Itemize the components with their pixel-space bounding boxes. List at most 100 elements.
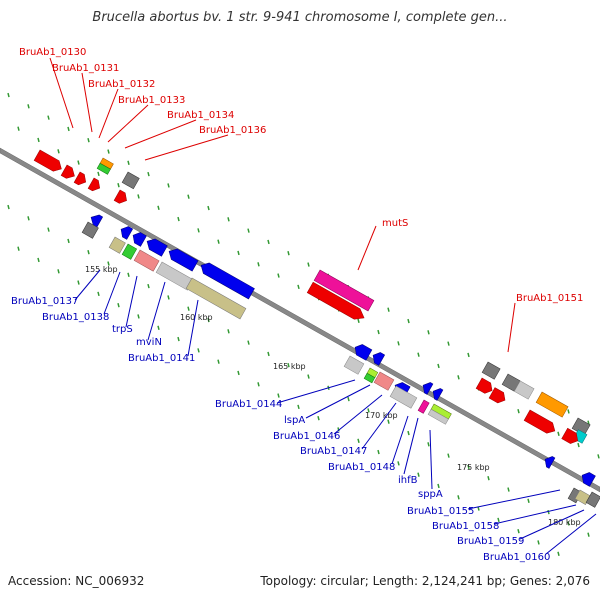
label-BruAb1_0141[interactable]: BruAb1_0141 (128, 353, 195, 364)
gene-BruAb1_0137[interactable] (81, 221, 99, 239)
track-dot (37, 257, 40, 263)
gene-blue-6[interactable] (198, 260, 255, 300)
gene-blue-10[interactable] (430, 386, 444, 401)
gene-ihfB[interactable] (417, 399, 430, 414)
label-BruAb1_0146[interactable]: BruAb1_0146 (273, 431, 340, 442)
position-ticks: 155 kbp 160 kbp 165 kbp 170 kbp 175 kbp … (85, 265, 581, 527)
gene-sppA[interactable] (427, 403, 452, 425)
track-dot (67, 238, 70, 244)
label-BruAb1_0144[interactable]: BruAb1_0144 (215, 399, 282, 410)
gene-orange[interactable] (535, 391, 569, 418)
label-BruAb1_0158[interactable]: BruAb1_0158 (432, 521, 499, 532)
track-dot (567, 409, 570, 414)
gene-BruAb1_0146[interactable] (373, 371, 395, 391)
gene-lspA[interactable] (363, 367, 379, 384)
gene-BruAb1_0148[interactable] (389, 385, 418, 409)
gene-mviN[interactable] (133, 249, 160, 272)
track-dot (17, 246, 20, 251)
label-trpS[interactable]: trpS (112, 324, 133, 335)
track-dot (367, 408, 370, 413)
gene-BruAb1_0151[interactable] (481, 361, 501, 380)
gene-trpS[interactable] (121, 243, 138, 260)
label-BruAb1_0134[interactable]: BruAb1_0134 (167, 110, 234, 121)
track-dot (67, 126, 70, 132)
gene-BruAb1_0141[interactable] (185, 277, 247, 320)
track-dot (207, 317, 210, 323)
gene-small-red[interactable] (113, 189, 129, 206)
label-ihfB[interactable]: ihfB (398, 475, 418, 486)
label-BruAb1_0151[interactable]: BruAb1_0151 (516, 293, 583, 304)
track-dot (147, 171, 150, 177)
label-BruAb1_0131[interactable]: BruAb1_0131 (52, 63, 119, 74)
label-BruAb1_0148[interactable]: BruAb1_0148 (328, 462, 395, 473)
reverse-labels[interactable]: BruAb1_0137 BruAb1_0138 trpS mviN BruAb1… (11, 296, 550, 563)
label-BruAb1_0159[interactable]: BruAb1_0159 (457, 536, 524, 547)
track-dot (437, 363, 440, 369)
track-dot (567, 521, 570, 526)
label-BruAb1_0138[interactable]: BruAb1_0138 (42, 312, 109, 323)
gene-edge-block[interactable] (561, 416, 592, 448)
track-dot (97, 291, 100, 297)
track-dot (487, 476, 490, 481)
label-BruAb1_0132[interactable]: BruAb1_0132 (88, 79, 155, 90)
gene-BruAb1_0144[interactable] (343, 355, 365, 375)
label-BruAb1_0147[interactable]: BruAb1_0147 (300, 446, 367, 457)
gene-blue-5[interactable] (166, 246, 199, 272)
track-dot (207, 205, 210, 211)
gene-blue-4[interactable] (144, 236, 168, 257)
gene-red-long[interactable] (523, 409, 558, 436)
label-BruAb1_0160[interactable]: BruAb1_0160 (483, 552, 550, 563)
label-sppA[interactable]: sppA (418, 489, 443, 500)
forward-features[interactable] (33, 149, 592, 449)
gene-block-0152[interactable] (501, 373, 535, 400)
gene-BruAb1_0134[interactable] (96, 157, 114, 175)
track-dot (187, 306, 190, 311)
gene-BruAb1_0138[interactable] (108, 236, 126, 254)
gene-blue-9[interactable] (420, 380, 434, 395)
track-dot (447, 341, 450, 346)
gene-BruAb1_0131[interactable] (60, 164, 77, 181)
label-mviN[interactable]: mviN (136, 337, 162, 348)
track-dot (177, 336, 180, 342)
label-mutS[interactable]: mutS (382, 218, 408, 229)
gene-BruAb1_0159[interactable] (585, 491, 600, 508)
track-dot (117, 182, 120, 188)
chromosome-backbone (0, 147, 600, 493)
gene-mutS[interactable] (306, 269, 375, 323)
track-dot (497, 517, 500, 523)
gene-blue-7[interactable] (352, 342, 373, 361)
tick-165: 165 kbp (273, 362, 306, 371)
track-dot (307, 262, 310, 267)
label-BruAb1_0130[interactable]: BruAb1_0130 (19, 47, 86, 58)
label-BruAb1_0137[interactable]: BruAb1_0137 (11, 296, 78, 307)
gene-BruAb1_0130[interactable] (33, 149, 64, 174)
gene-BruAb1_0136[interactable] (121, 171, 140, 190)
track-dot (157, 205, 160, 210)
label-BruAb1_0155[interactable]: BruAb1_0155 (407, 506, 474, 517)
gene-blue-1[interactable] (88, 212, 104, 228)
gene-BruAb1_0132[interactable] (73, 171, 89, 187)
forward-leader-lines (49, 57, 516, 353)
gene-blue-2[interactable] (118, 224, 134, 240)
forward-labels[interactable]: BruAb1_0130 BruAb1_0131 BruAb1_0132 BruA… (19, 47, 583, 304)
map-title: Brucella abortus bv. 1 str. 9-941 chromo… (92, 10, 508, 25)
gene-blue-11[interactable] (542, 454, 556, 469)
gene-BruAb1_0133[interactable] (87, 177, 103, 193)
gene-blue-3[interactable] (130, 230, 147, 247)
label-lspA[interactable]: lspA (284, 415, 305, 426)
track-dot (237, 370, 240, 376)
track-dot (507, 487, 510, 492)
track-dot (57, 149, 60, 154)
gene-block-0153[interactable] (475, 377, 509, 405)
gene-blue-8[interactable] (370, 350, 386, 366)
label-BruAb1_0136[interactable]: BruAb1_0136 (199, 125, 266, 136)
track-dot (447, 453, 450, 458)
track-dot (517, 528, 520, 534)
label-BruAb1_0133[interactable]: BruAb1_0133 (118, 95, 185, 106)
track-dot (47, 115, 50, 120)
reverse-features[interactable] (81, 212, 600, 508)
track-dot (387, 307, 390, 312)
gene-blue-12[interactable] (579, 470, 596, 487)
topology-text: Topology: circular; Length: 2,124,241 bp… (260, 574, 590, 588)
